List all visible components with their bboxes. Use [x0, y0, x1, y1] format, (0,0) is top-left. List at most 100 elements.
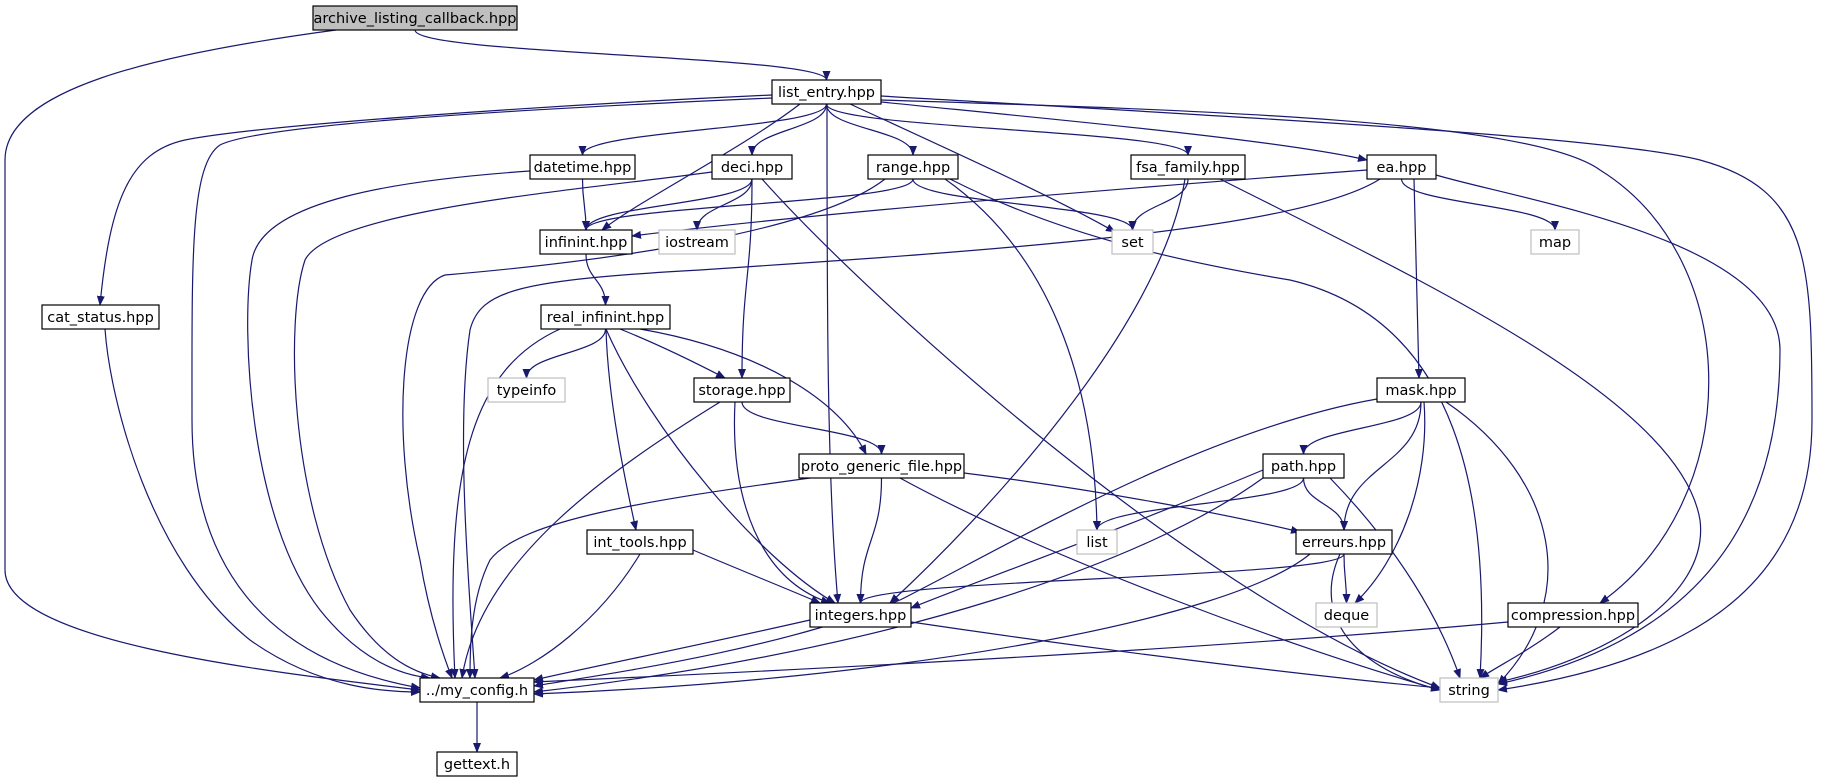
edge-real-infinint-to-integers [605, 328, 836, 604]
edge-archive-listing-callback-to-my-config [4, 29, 421, 693]
node-box [540, 304, 671, 330]
edge-fsa-family-to-string [1219, 178, 1702, 685]
edge-path-to-integers [910, 469, 1264, 609]
edge-range-to-set [912, 178, 1137, 231]
node-range[interactable]: range.hpp [867, 154, 959, 180]
node-compression[interactable]: compression.hpp [1507, 602, 1639, 628]
node-int-tools[interactable]: int_tools.hpp [586, 529, 694, 555]
edge-list-entry-to-integers [826, 103, 842, 604]
edge-path-to-string [1329, 477, 1461, 679]
node-label: string [1448, 683, 1490, 699]
node-set[interactable]: set [1111, 229, 1154, 255]
node-box [1315, 602, 1378, 628]
node-proto-generic-file[interactable]: proto_generic_file.hpp [798, 453, 965, 479]
node-string[interactable]: string [1439, 677, 1499, 703]
node-box [809, 602, 912, 628]
node-label: deci.hpp [721, 160, 783, 176]
node-box [1439, 677, 1499, 703]
edge-range-to-my-config [402, 178, 886, 679]
node-label: proto_generic_file.hpp [801, 459, 962, 475]
node-archive-listing-callback[interactable]: archive_listing_callback.hpp [312, 5, 518, 31]
node-label: set [1121, 235, 1143, 251]
node-label: iostream [665, 235, 729, 251]
edge-proto-generic-file-to-my-config [466, 477, 811, 679]
node-mask[interactable]: mask.hpp [1376, 377, 1466, 403]
node-deque[interactable]: deque [1315, 602, 1378, 628]
node-label: ../my_config.h [426, 683, 528, 699]
edge-storage-to-proto-generic-file [741, 401, 886, 455]
edge-erreurs-to-my-config [533, 553, 1311, 698]
edge-list-entry-to-cat-status [96, 94, 773, 306]
node-ea[interactable]: ea.hpp [1366, 154, 1437, 180]
node-label: fsa_family.hpp [1136, 160, 1240, 176]
edge-erreurs-to-integers [856, 553, 1345, 604]
node-path[interactable]: path.hpp [1262, 453, 1345, 479]
node-box [529, 154, 636, 180]
node-deci[interactable]: deci.hpp [711, 154, 793, 180]
node-box [1376, 377, 1466, 403]
node-infinint[interactable]: infinint.hpp [539, 229, 633, 255]
node-box [1295, 529, 1393, 555]
edge-list-entry-to-compression [880, 99, 1710, 604]
node-list[interactable]: list [1076, 529, 1118, 555]
edge-int-tools-to-integers [692, 549, 821, 604]
node-typeinfo[interactable]: typeinfo [487, 377, 566, 403]
node-label: erreurs.hpp [1302, 535, 1386, 551]
edge-int-tools-to-my-config [499, 553, 641, 680]
node-box [1076, 529, 1118, 555]
edge-infinint-to-real-infinint [585, 253, 610, 306]
edge-ea-to-mask [1413, 178, 1423, 379]
node-box [312, 5, 518, 31]
edge-deci-to-iostream [693, 178, 753, 231]
node-iostream[interactable]: iostream [658, 229, 736, 255]
node-label: integers.hpp [815, 608, 907, 624]
edge-integers-to-string [910, 621, 1441, 692]
node-box [419, 677, 535, 703]
node-label: deque [1324, 608, 1370, 624]
edge-ea-to-map [1400, 178, 1559, 231]
edge-real-infinint-to-typeinfo [522, 328, 607, 379]
edge-list-entry-to-string [880, 95, 1813, 693]
node-label: typeinfo [497, 383, 557, 399]
node-box [1262, 453, 1345, 479]
edge-range-to-infinint [582, 178, 914, 231]
node-gettext[interactable]: gettext.h [436, 751, 518, 777]
edge-mask-to-string [1445, 401, 1549, 685]
node-box [658, 229, 736, 255]
node-integers[interactable]: integers.hpp [809, 602, 912, 628]
edge-deci-to-storage [738, 178, 753, 379]
node-storage[interactable]: storage.hpp [693, 377, 791, 403]
node-label: compression.hpp [1511, 608, 1635, 624]
node-box [487, 377, 566, 403]
edge-list-entry-to-set [849, 103, 1116, 233]
edge-deci-to-infinint [582, 178, 753, 231]
node-box [436, 751, 518, 777]
node-erreurs[interactable]: erreurs.hpp [1295, 529, 1393, 555]
node-label: range.hpp [876, 160, 950, 176]
edge-erreurs-to-deque [1342, 553, 1351, 604]
node-label: archive_listing_callback.hpp [313, 11, 516, 27]
node-box [1130, 154, 1246, 180]
node-real-infinint[interactable]: real_infinint.hpp [540, 304, 671, 330]
node-fsa-family[interactable]: fsa_family.hpp [1130, 154, 1246, 180]
node-label: storage.hpp [698, 383, 785, 399]
node-label: real_infinint.hpp [547, 310, 664, 326]
node-datetime[interactable]: datetime.hpp [529, 154, 636, 180]
node-label: mask.hpp [1385, 383, 1456, 399]
node-cat-status[interactable]: cat_status.hpp [41, 304, 160, 330]
node-label: int_tools.hpp [593, 535, 686, 551]
edge-cat-status-to-my-config [104, 328, 421, 696]
node-box [1530, 229, 1580, 255]
node-box [867, 154, 959, 180]
node-my-config[interactable]: ../my_config.h [419, 677, 535, 703]
edge-compression-to-string [1479, 626, 1561, 679]
edge-real-infinint-to-storage [619, 328, 726, 379]
edge-integers-to-my-config [533, 619, 811, 682]
node-list-entry[interactable]: list_entry.hpp [771, 79, 882, 105]
edge-erreurs-to-string [1330, 553, 1441, 692]
node-label: ea.hpp [1376, 160, 1426, 176]
edge-fsa-family-to-set [1128, 178, 1189, 231]
node-box [798, 453, 965, 479]
node-map[interactable]: map [1530, 229, 1580, 255]
node-label: map [1539, 235, 1571, 251]
